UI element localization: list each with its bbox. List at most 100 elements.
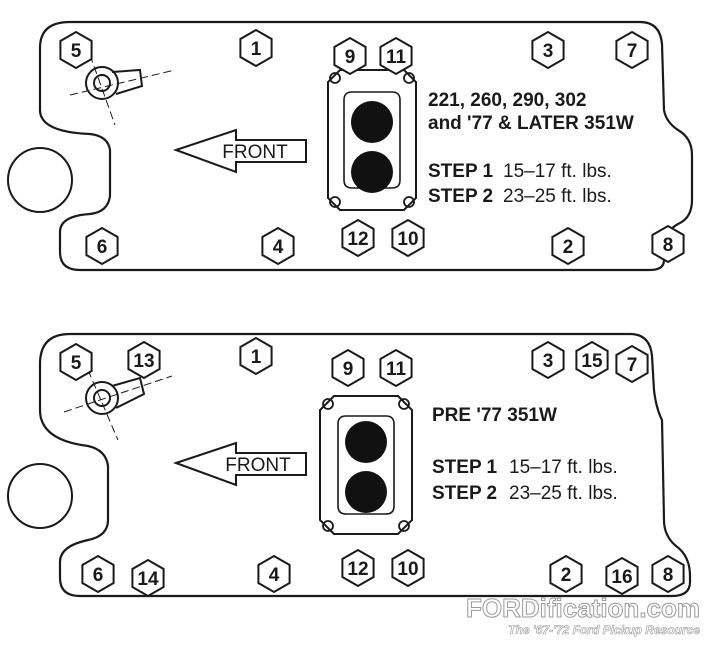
bolt-3: 3: [531, 30, 565, 70]
bolt-1: 1: [239, 336, 273, 376]
bolt-hex-icon: [257, 554, 291, 594]
bolt-10: 10: [391, 218, 425, 258]
bolt-4: 4: [261, 226, 295, 266]
bolt-hex-icon: [605, 556, 639, 596]
bolt-16: 16: [605, 556, 639, 596]
bolt-number: 15: [581, 351, 603, 372]
step2-label: STEP 2: [428, 186, 493, 207]
bolt-number: 7: [627, 355, 638, 376]
step2-label: STEP 2: [432, 483, 497, 504]
bolt-3: 3: [531, 340, 565, 380]
bolt-hex-icon: [575, 340, 609, 380]
bolt-15: 15: [575, 340, 609, 380]
diagram-top: FRONT 221, 260, 290, 302 and '77 & LATER…: [7, 20, 694, 272]
bolt-7: 7: [615, 344, 649, 384]
bolt-number: 6: [93, 565, 104, 586]
carb-bore-rear: [345, 471, 387, 513]
bolt-5: 5: [59, 30, 93, 70]
bolt-hex-icon: [531, 30, 565, 70]
front-label: FRONT: [225, 455, 291, 476]
bolt-6: 6: [81, 554, 115, 594]
manifold-port-left: [7, 463, 73, 529]
bolt-number: 11: [386, 47, 407, 68]
bolt-8: 8: [651, 554, 685, 594]
bolt-14: 14: [131, 558, 165, 598]
bolt-12: 12: [341, 548, 375, 588]
bolt-hex-icon: [391, 218, 425, 258]
bolt-hex-icon: [379, 36, 413, 76]
bolt-number: 12: [347, 229, 368, 250]
bolt-number: 5: [71, 353, 82, 374]
carburetor-pad: [327, 69, 417, 211]
bolt-hex-icon: [391, 548, 425, 588]
bolt-number: 12: [347, 559, 368, 580]
manifold-outline: [38, 20, 694, 272]
bolt-number: 8: [663, 235, 674, 256]
carburetor-pad: [319, 395, 413, 535]
carb-bore-front: [351, 101, 393, 143]
carb-bore-rear: [351, 151, 393, 193]
step2-value: 23–25 ft. lbs.: [503, 186, 612, 207]
bolt-13: 13: [127, 340, 161, 380]
bolt-8: 8: [651, 224, 685, 264]
bolt-hex-icon: [615, 344, 649, 384]
bolt-hex-icon: [59, 30, 93, 70]
watermark-title: FORDification.com: [466, 593, 700, 623]
bolt-hex-icon: [341, 548, 375, 588]
bolt-7: 7: [615, 30, 649, 70]
front-label: FRONT: [222, 142, 288, 163]
bolt-hex-icon: [333, 36, 367, 76]
step1-label: STEP 1: [432, 457, 498, 478]
front-arrow: FRONT: [172, 441, 307, 487]
bolt-number: 6: [97, 237, 108, 258]
bolt-hex-icon: [261, 226, 295, 266]
bolt-hex-icon: [531, 340, 565, 380]
bolt-10: 10: [391, 548, 425, 588]
bolt-hex-icon: [651, 554, 685, 594]
bolt-hex-icon: [615, 30, 649, 70]
fitting: [69, 54, 176, 126]
bolt-number: 1: [251, 39, 262, 60]
watermark: FORDification.com The '67-'72 Ford Picku…: [465, 593, 700, 638]
bolt-number: 10: [397, 559, 418, 580]
bolt-9: 9: [333, 36, 367, 76]
bolt-2: 2: [549, 554, 583, 594]
step1-value: 15–17 ft. lbs.: [503, 161, 612, 182]
engine-list-line1: 221, 260, 290, 302: [428, 90, 586, 111]
bolt-1: 1: [239, 28, 273, 68]
bolt-number: 2: [563, 237, 574, 258]
bolt-number: 14: [137, 569, 159, 590]
bolt-number: 5: [71, 41, 82, 62]
bolt-number: 10: [397, 229, 418, 250]
bolt-hex-icon: [549, 554, 583, 594]
bolt-hex-icon: [651, 224, 685, 264]
carb-bore-front: [345, 421, 387, 463]
bolt-number: 8: [663, 565, 674, 586]
bolt-number: 4: [273, 237, 284, 258]
bolt-number: 3: [543, 351, 554, 372]
diagram-bottom: FRONT PRE '77 351W STEP 1 15–17 ft. lbs.…: [7, 332, 692, 598]
bolt-hex-icon: [331, 348, 365, 388]
bolt-number: 9: [343, 359, 354, 380]
bolt-2: 2: [551, 226, 585, 266]
bolt-number: 11: [386, 359, 407, 380]
bolt-number: 3: [543, 41, 554, 62]
bolt-number: 13: [133, 351, 154, 372]
watermark-subtitle: The '67-'72 Ford Pickup Resource: [508, 623, 700, 637]
bolt-number: 7: [627, 41, 638, 62]
bolt-number: 9: [345, 47, 356, 68]
bolt-hex-icon: [81, 554, 115, 594]
step1-label: STEP 1: [428, 161, 494, 182]
bolt-hex-icon: [131, 558, 165, 598]
bolt-hex-icon: [551, 226, 585, 266]
bolt-9: 9: [331, 348, 365, 388]
bolt-12: 12: [341, 218, 375, 258]
bolt-hex-icon: [239, 28, 273, 68]
bolt-4: 4: [257, 554, 291, 594]
bolt-number: 1: [251, 347, 262, 368]
bolt-hex-icon: [59, 342, 93, 382]
bolt-11: 11: [379, 348, 413, 388]
